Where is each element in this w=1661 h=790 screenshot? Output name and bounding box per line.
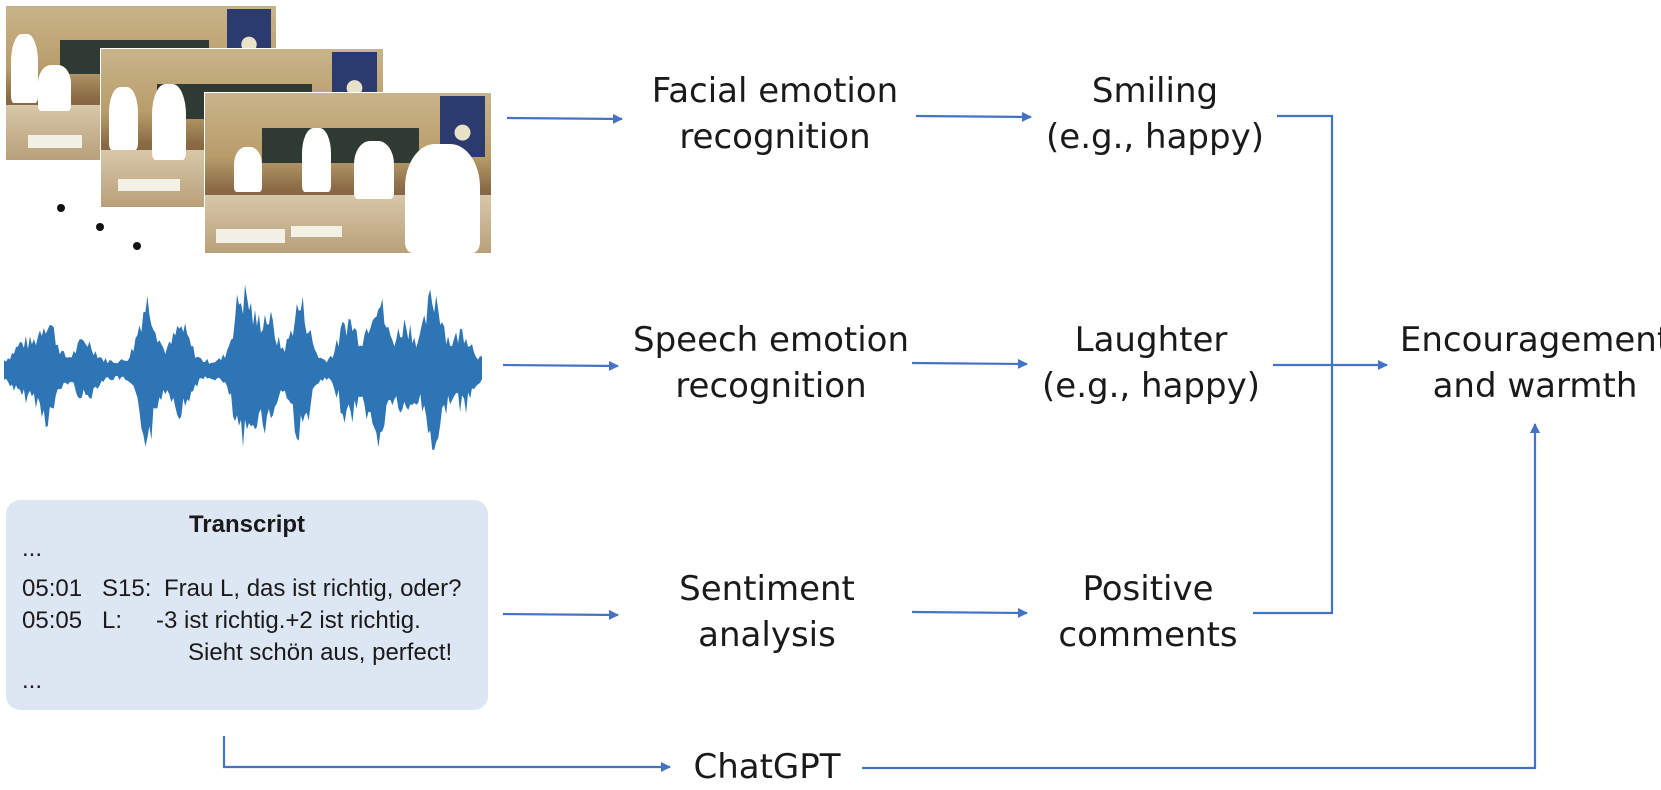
transcript-speaker: S15: <box>102 575 152 602</box>
node-line: Encouragement <box>1399 320 1661 360</box>
transcript-text: Frau L, das ist richtig, oder? <box>164 575 462 602</box>
transcript-text: -3 ist richtig.+2 ist richtig. <box>156 607 421 634</box>
arrow-video-to-facial <box>506 113 623 124</box>
chatgpt-node: ChatGPT <box>693 747 841 787</box>
arrow-transcript-to-sentiment <box>502 609 619 620</box>
arrow-sentiment-to-positive <box>911 607 1028 618</box>
node-line: Facial emotion <box>651 71 899 111</box>
transcript-time: 05:05 <box>22 607 83 634</box>
ellipsis-dot <box>133 242 141 250</box>
arrow-audio-to-speech <box>502 360 619 371</box>
arrow-facial-to-smiling <box>915 111 1032 122</box>
transcript-ellipsis-top: ... <box>22 535 43 562</box>
transcript-text: Sieht schön aus, perfect! <box>188 639 453 666</box>
node-line: Positive <box>1082 569 1214 609</box>
node-line: analysis <box>698 615 836 655</box>
transcript-title: Transcript <box>188 511 306 538</box>
node-line: Smiling <box>1091 71 1219 111</box>
sentiment-analysis-node: Sentiment analysis <box>679 566 855 658</box>
arrow-chatgpt-to-encouragement <box>862 423 1540 770</box>
ellipsis-dot <box>57 204 65 212</box>
arrow-speech-to-laughter <box>911 358 1028 369</box>
laughter-node: Laughter (e.g., happy) <box>1042 317 1260 409</box>
node-line: (e.g., happy) <box>1046 117 1264 157</box>
encouragement-warmth-node: Encouragement and warmth <box>1400 317 1661 409</box>
audio-waveform-icon <box>4 284 482 450</box>
node-line: comments <box>1058 615 1238 655</box>
transcript-time: 05:01 <box>22 575 83 602</box>
arrow-transcript-to-chatgpt <box>222 736 671 772</box>
node-line: and warmth <box>1432 366 1638 406</box>
video-frame-3 <box>204 92 492 254</box>
transcript-speaker: L: <box>102 607 123 634</box>
node-line: Sentiment <box>679 569 855 609</box>
transcript-ellipsis-bottom: ... <box>22 667 43 694</box>
node-line: (e.g., happy) <box>1042 366 1260 406</box>
facial-emotion-recognition-node: Facial emotion recognition <box>652 68 898 160</box>
node-line: recognition <box>675 366 867 406</box>
node-line: Speech emotion <box>632 320 910 360</box>
node-line: recognition <box>679 117 871 157</box>
speech-emotion-recognition-node: Speech emotion recognition <box>633 317 909 409</box>
smiling-node: Smiling (e.g., happy) <box>1046 68 1264 160</box>
transcript-box: Transcript ... 05:01 S15: Frau L, das is… <box>6 500 488 710</box>
node-line: Laughter <box>1074 320 1228 360</box>
ellipsis-dot <box>96 223 104 231</box>
positive-comments-node: Positive comments <box>1058 566 1237 658</box>
